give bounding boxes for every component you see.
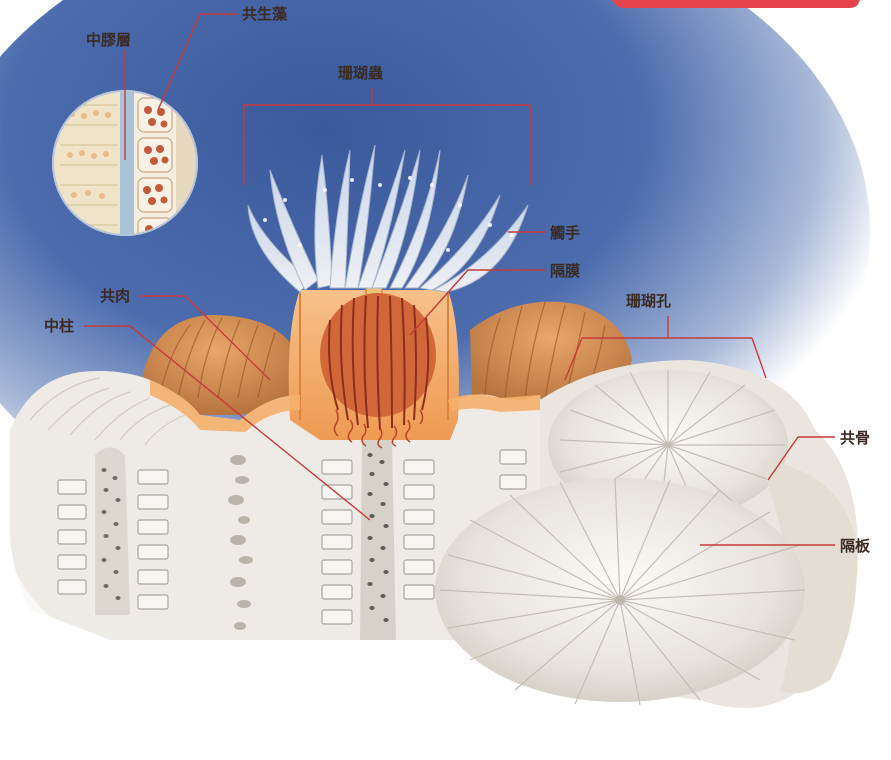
left-columella	[95, 448, 130, 616]
label-coenosarc: 共肉	[100, 287, 130, 305]
center-columella	[360, 433, 396, 641]
label-zooxanthellae: 共生藻	[242, 5, 288, 23]
label-tentacle: 觸手	[550, 224, 580, 242]
label-corallite: 珊瑚孔	[626, 292, 671, 310]
top-tab	[612, 0, 860, 8]
label-columella: 中柱	[44, 317, 74, 335]
label-coenosteum: 共骨	[840, 429, 870, 447]
mesoglea-layer	[120, 88, 134, 238]
label-mesoglea: 中膠層	[86, 31, 131, 49]
label-septum: 隔板	[840, 537, 871, 555]
label-mesentery: 隔膜	[550, 262, 580, 280]
label-polyp: 珊瑚蟲	[338, 64, 383, 82]
